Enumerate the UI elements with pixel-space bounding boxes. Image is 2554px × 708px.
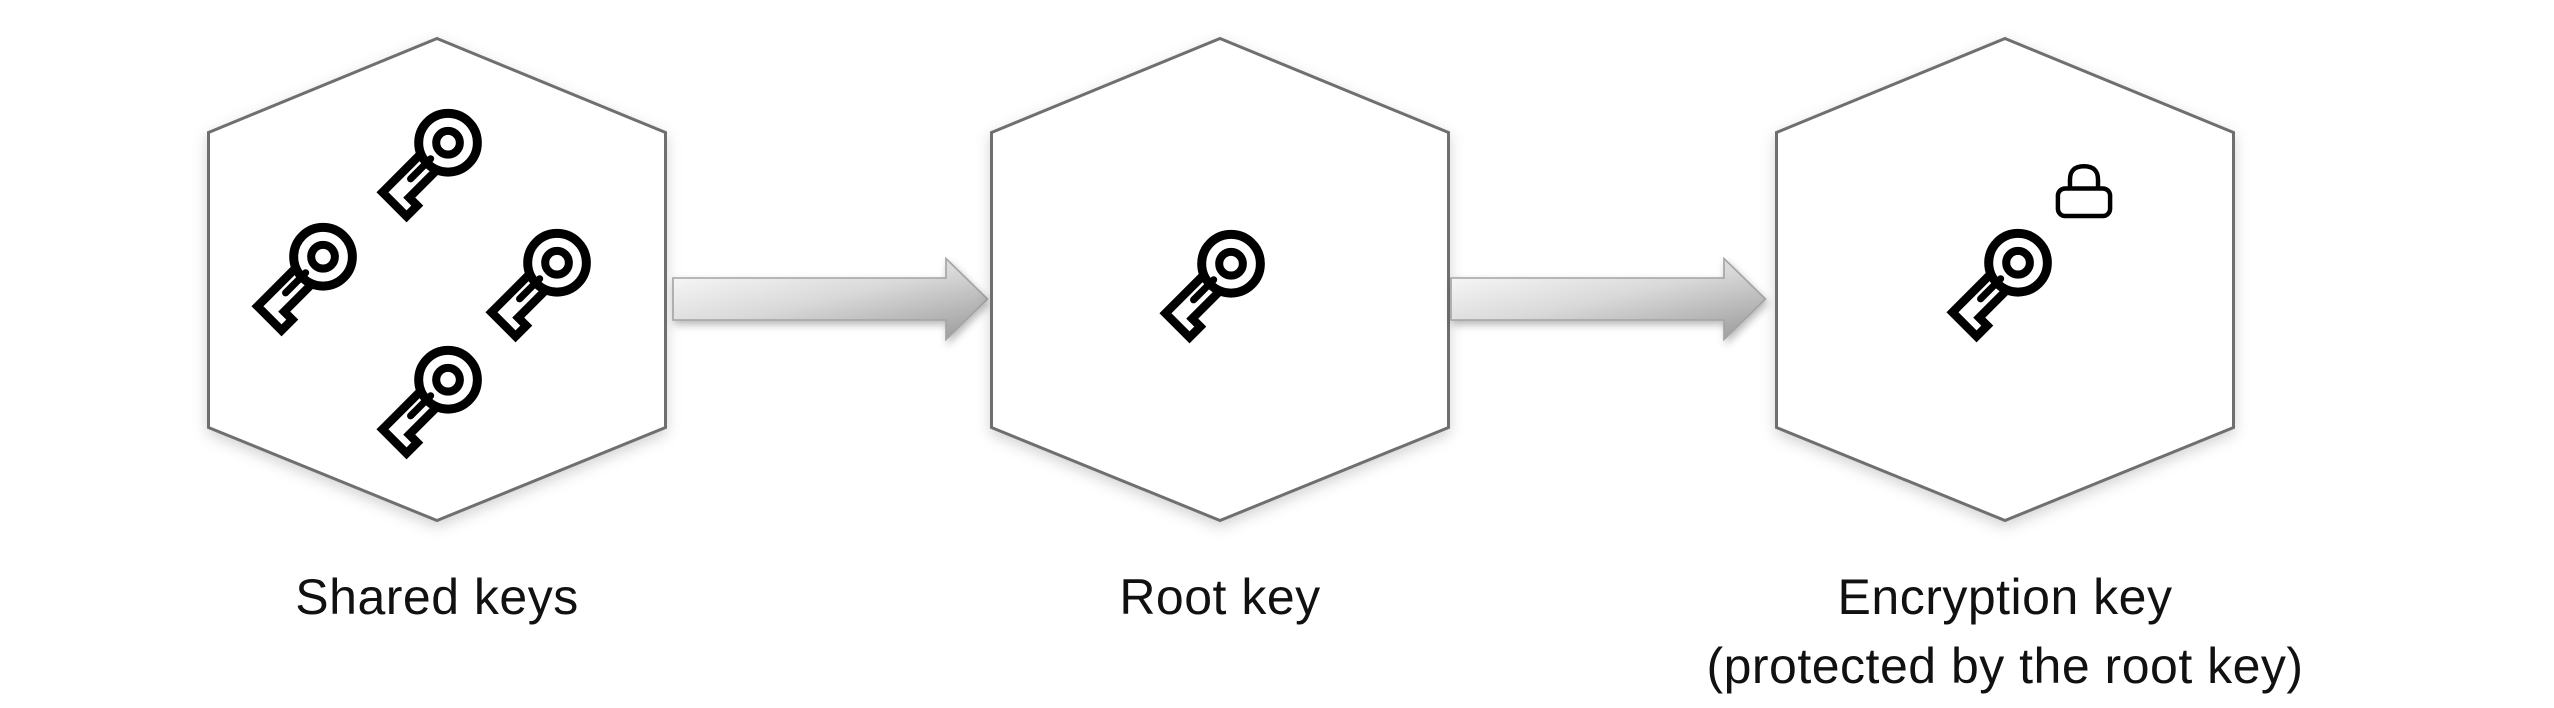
node-label: Shared keys — [87, 563, 787, 632]
node-label-text: Root key — [1119, 569, 1321, 625]
arrow-right-icon — [1450, 256, 1767, 342]
node-label-line2: (protected by the root key) — [1706, 638, 2304, 694]
node-shared-keys: Shared keys — [207, 36, 667, 625]
node-label-text: Shared keys — [295, 569, 579, 625]
node-encryption-key: Encryption key (protected by the root ke… — [1706, 36, 2303, 694]
node-label-line1: Encryption key — [1837, 569, 2173, 625]
arrow-right-icon — [672, 256, 989, 342]
key-icon — [1946, 223, 2056, 346]
hexagon-shape — [207, 36, 667, 523]
node-label: Encryption key (protected by the root ke… — [1655, 563, 2355, 701]
key-icon — [376, 340, 486, 463]
key-icon — [251, 217, 361, 340]
key-icon — [376, 103, 486, 226]
lock-icon — [2055, 164, 2113, 219]
key-icon — [485, 223, 595, 346]
node-root-key: Root key — [990, 36, 1450, 625]
key-icon — [1159, 224, 1269, 347]
node-label: Root key — [870, 563, 1570, 632]
